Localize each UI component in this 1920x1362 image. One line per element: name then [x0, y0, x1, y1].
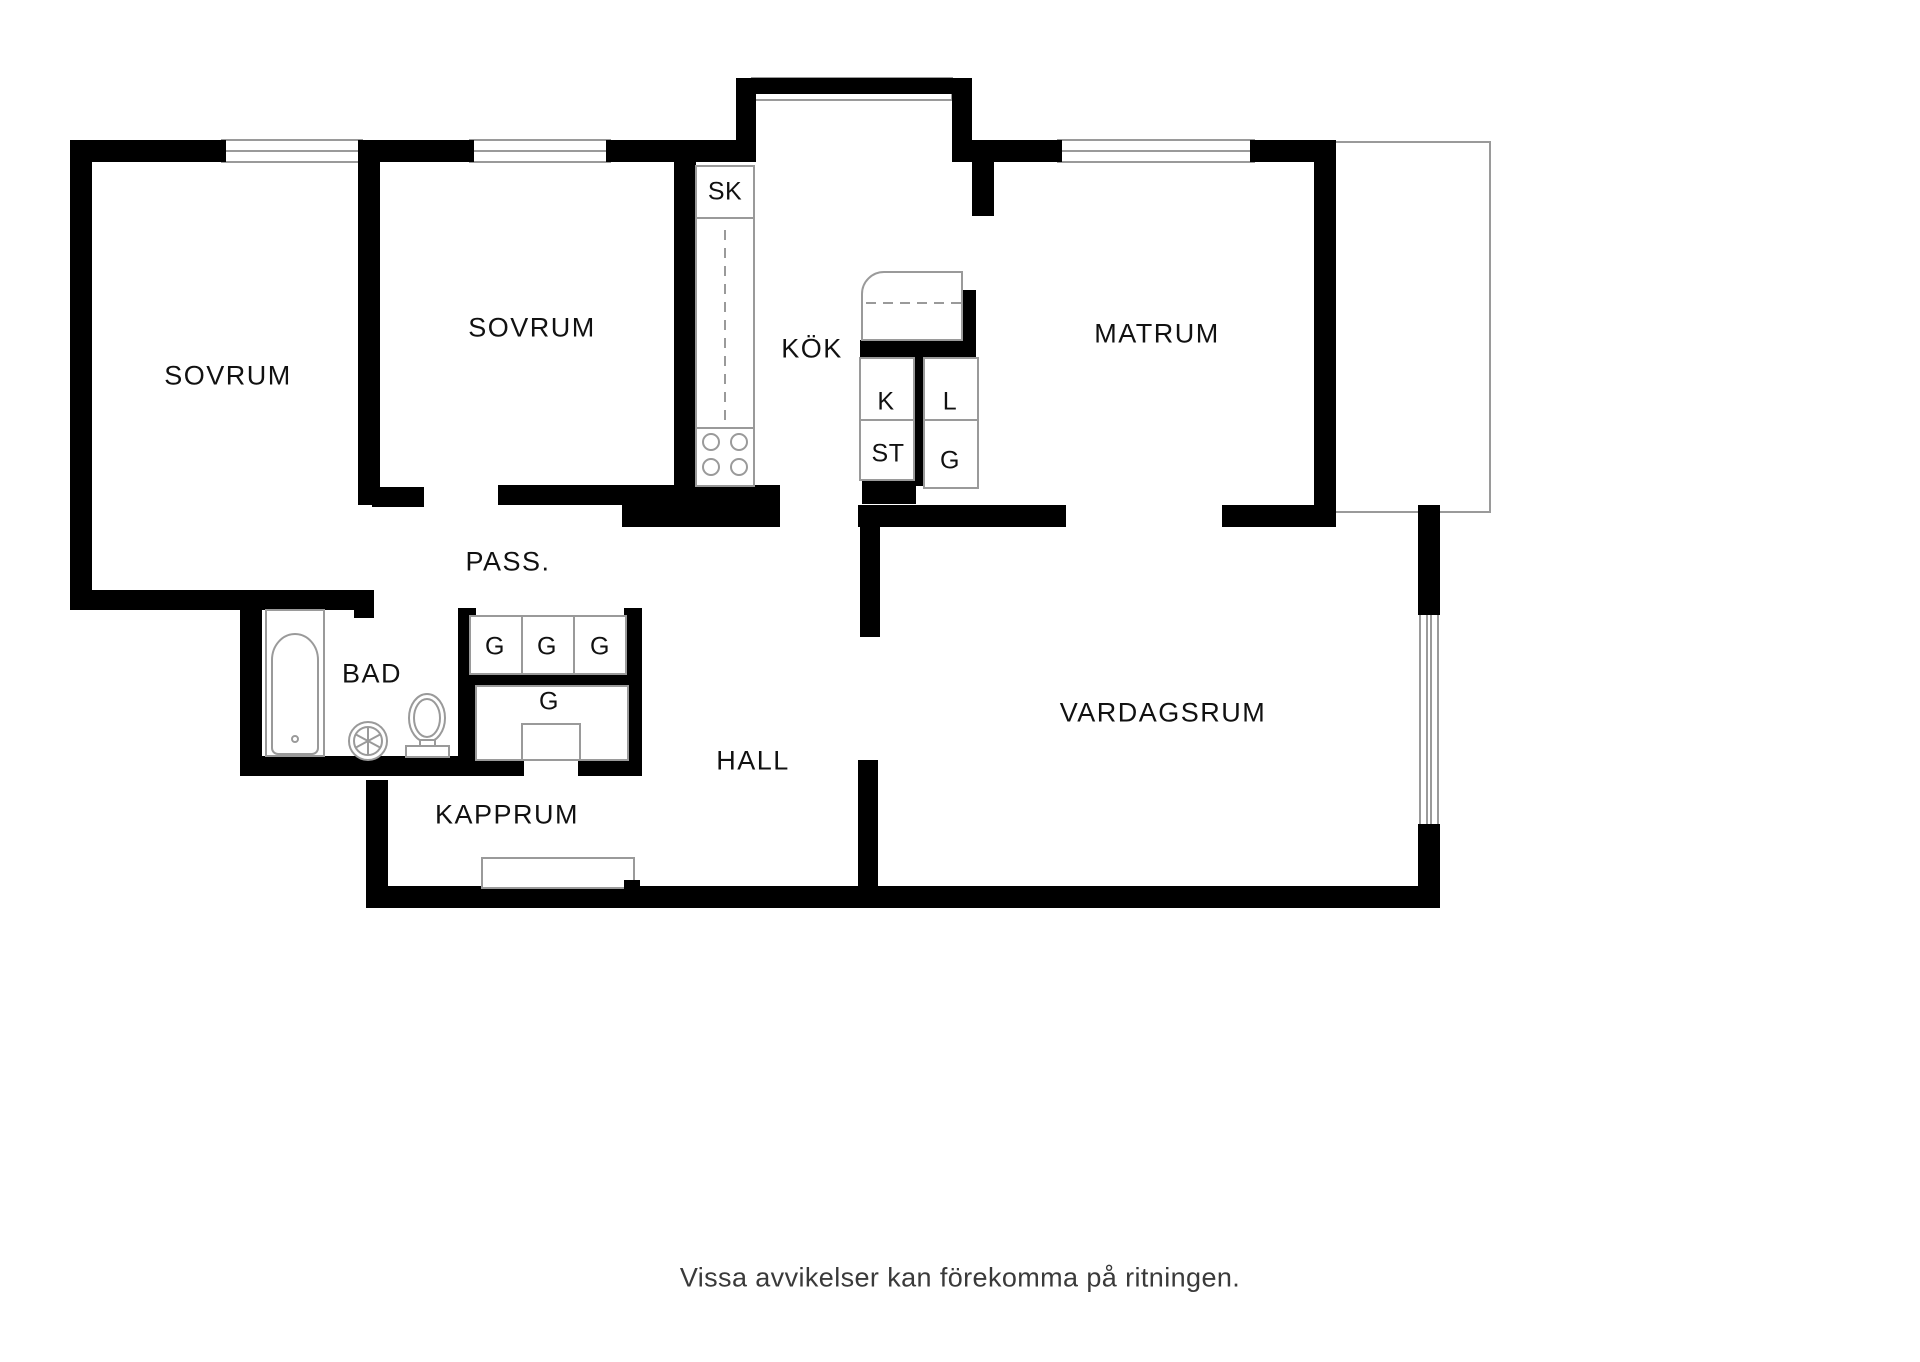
- appliance-boxes: [859, 271, 979, 489]
- walls: [70, 78, 1440, 908]
- washbasin-icon: [348, 721, 388, 761]
- window-sovrum-mid: [469, 139, 611, 163]
- room-label-hall: HALL: [716, 745, 790, 776]
- room-label-kok: KÖK: [781, 333, 843, 364]
- room-label-matrum: MATRUM: [1094, 318, 1220, 349]
- unit-label-freezer: L: [942, 387, 958, 416]
- stove-icon: [695, 427, 755, 487]
- bathtub-icon: [265, 609, 325, 757]
- kitchen-cabinets: [695, 165, 755, 487]
- door-marks: [624, 880, 640, 890]
- wardrobe-1-box: [469, 615, 523, 675]
- fridge-box: [859, 357, 915, 421]
- room-label-sovrum-mid: SOVRUM: [468, 312, 596, 343]
- unit-label-kitchen-pantry: G: [940, 446, 960, 475]
- wardrobe-boxes: [469, 615, 629, 761]
- unit-label-wardrobe-2: G: [537, 632, 557, 661]
- plan-disclaimer-caption: Vissa avvikelser kan förekomma på ritnin…: [679, 1262, 1241, 1293]
- wardrobe-3-box: [573, 615, 627, 675]
- kitchen-pantry-box: [923, 419, 979, 489]
- unit-label-cleaning-closet: ST: [871, 439, 905, 468]
- room-label-kapprum: KAPPRUM: [434, 799, 580, 830]
- room-label-pass: PASS.: [465, 546, 551, 577]
- cleaning-closet-box: [859, 419, 915, 481]
- room-label-sovrum-west: SOVRUM: [164, 360, 292, 391]
- kapprum-bench: [481, 857, 635, 889]
- unit-label-wardrobe-1: G: [485, 632, 505, 661]
- room-label-bad: BAD: [341, 658, 403, 689]
- window-sovrum-west: [221, 139, 363, 163]
- toilet-icon: [405, 693, 450, 758]
- unit-label-sk-closet: SK: [707, 177, 743, 206]
- unit-label-fridge: K: [877, 387, 895, 416]
- unit-label-wardrobe-4: G: [539, 687, 559, 716]
- sk-closet-box: [695, 165, 755, 219]
- bathroom-fixtures: [265, 609, 450, 761]
- window-matrum: [1057, 139, 1255, 163]
- unit-label-wardrobe-3: G: [590, 632, 610, 661]
- room-label-vardagsrum: VARDAGSRUM: [1059, 697, 1267, 728]
- freezer-box: [923, 357, 979, 421]
